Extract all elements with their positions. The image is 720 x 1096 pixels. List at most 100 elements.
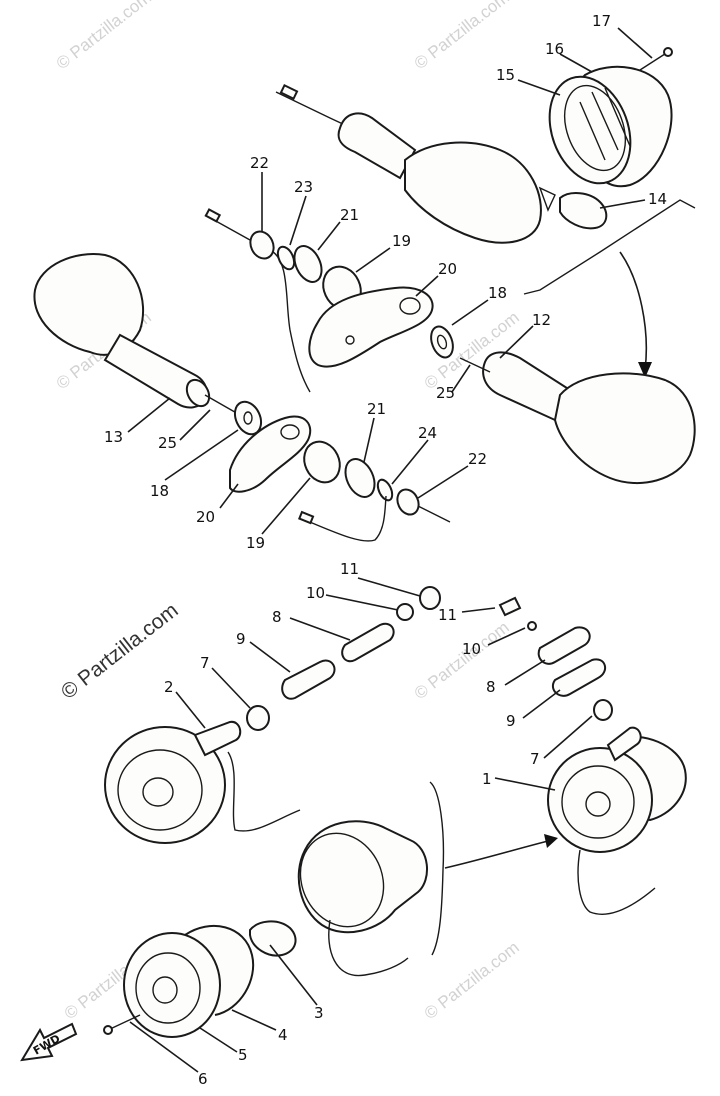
washer-21 bbox=[293, 245, 323, 283]
lower-bracket-stack bbox=[298, 440, 451, 542]
callout-18: 18 bbox=[488, 284, 507, 302]
lamp-lens-center bbox=[142, 777, 174, 807]
wire bbox=[299, 495, 451, 542]
callout-10: 10 bbox=[462, 640, 481, 658]
lamp-housing bbox=[297, 820, 429, 934]
housing-rim bbox=[299, 832, 385, 928]
callout-19: 19 bbox=[246, 534, 265, 552]
callout-8: 8 bbox=[486, 678, 496, 696]
lamp-body-1 bbox=[547, 747, 653, 853]
callout-10: 10 bbox=[306, 584, 325, 602]
wire bbox=[275, 91, 346, 126]
nut-22 bbox=[396, 488, 420, 516]
grommet-19 bbox=[303, 440, 341, 484]
callout-21: 21 bbox=[367, 400, 386, 418]
lamp-housing-13 bbox=[33, 253, 145, 356]
washer-18-hole bbox=[436, 334, 448, 350]
bracket-hole bbox=[399, 297, 421, 315]
clamp-9 bbox=[281, 659, 336, 700]
arrow-line bbox=[444, 839, 553, 869]
callout-11: 11 bbox=[438, 606, 457, 624]
lamp-lens-ring bbox=[117, 749, 203, 831]
watermark: © Partzilla.com bbox=[53, 0, 155, 73]
callout-6: 6 bbox=[198, 1070, 208, 1088]
lens-pattern bbox=[579, 87, 631, 161]
screw-head-17 bbox=[663, 47, 673, 57]
callout-21: 21 bbox=[340, 206, 359, 224]
bulb-14 bbox=[559, 192, 608, 230]
mount-boss bbox=[606, 726, 642, 762]
left-lamp-assembly bbox=[33, 253, 312, 493]
cap-11 bbox=[419, 586, 441, 610]
washer-21 bbox=[344, 458, 376, 498]
watermark: © Partzilla.com bbox=[411, 618, 513, 704]
screw-head-6 bbox=[103, 1025, 113, 1035]
wire bbox=[227, 751, 301, 832]
bolt-25 bbox=[459, 357, 491, 373]
upper-bracket-stack bbox=[204, 208, 434, 393]
nut-10 bbox=[396, 603, 414, 621]
callout-7: 7 bbox=[200, 654, 210, 672]
callout-25: 25 bbox=[436, 384, 455, 402]
lamp-lens-ring bbox=[561, 765, 635, 839]
clamp-8 bbox=[341, 622, 395, 663]
screw-17 bbox=[639, 51, 669, 71]
callout-labels: 1 2 3 4 5 6 7 7 8 8 9 9 10 10 11 11 12 1… bbox=[104, 12, 667, 1088]
washer-18-hole bbox=[243, 411, 253, 425]
callout-13: 13 bbox=[104, 428, 123, 446]
nut-7 bbox=[246, 705, 270, 731]
callout-23: 23 bbox=[294, 178, 313, 196]
callout-16: 16 bbox=[545, 40, 564, 58]
leader-lines bbox=[127, 27, 653, 1073]
fwd-indicator: FWD bbox=[20, 1022, 78, 1062]
bracket-line bbox=[523, 199, 696, 295]
wire bbox=[328, 919, 409, 977]
bolt-11 bbox=[498, 596, 522, 617]
bulb-3 bbox=[249, 920, 297, 957]
callout-12: 12 bbox=[532, 311, 551, 329]
clamp-8 bbox=[537, 626, 591, 665]
arrow-head bbox=[638, 362, 652, 378]
upper-right-lamp-assembly bbox=[275, 47, 696, 378]
callout-9: 9 bbox=[236, 630, 246, 648]
callout-22: 22 bbox=[250, 154, 269, 172]
clamp-9 bbox=[551, 658, 607, 697]
lens-5-ring bbox=[135, 952, 201, 1024]
washer-18 bbox=[430, 325, 454, 359]
lens-rim-inner bbox=[563, 84, 627, 172]
exploded-lamp-assembly bbox=[103, 820, 429, 1038]
mounting-hardware bbox=[246, 586, 613, 731]
nut-7 bbox=[593, 699, 613, 721]
lamp-housing-12 bbox=[553, 372, 696, 485]
stalk-end bbox=[185, 378, 211, 408]
bracket-20 bbox=[229, 415, 312, 493]
callout-22: 22 bbox=[468, 450, 487, 468]
bracket-hole-small bbox=[345, 335, 355, 345]
callout-20: 20 bbox=[438, 260, 457, 278]
callout-15: 15 bbox=[496, 66, 515, 84]
lens-5-center bbox=[152, 976, 178, 1004]
arrow-head bbox=[544, 834, 558, 848]
nut-10 bbox=[527, 621, 537, 631]
callout-9: 9 bbox=[506, 712, 516, 730]
lower-left-lamp-assembly bbox=[104, 720, 301, 844]
callout-5: 5 bbox=[238, 1046, 248, 1064]
callout-8: 8 bbox=[272, 608, 282, 626]
wire bbox=[577, 849, 656, 915]
callout-3: 3 bbox=[314, 1004, 324, 1022]
callout-17: 17 bbox=[592, 12, 611, 30]
lens-rim-15 bbox=[548, 75, 632, 185]
bracket-20 bbox=[308, 286, 434, 368]
callout-7: 7 bbox=[530, 750, 540, 768]
callout-18: 18 bbox=[150, 482, 169, 500]
callout-4: 4 bbox=[278, 1026, 288, 1044]
lamp-body-2 bbox=[104, 726, 226, 844]
wire-connector bbox=[298, 510, 315, 525]
callout-1: 1 bbox=[482, 770, 492, 788]
callout-14: 14 bbox=[648, 190, 667, 208]
mid-right-lamp-assembly bbox=[430, 325, 696, 485]
bracket-hole bbox=[280, 424, 300, 440]
washer-23 bbox=[276, 245, 296, 271]
callout-25: 25 bbox=[158, 434, 177, 452]
